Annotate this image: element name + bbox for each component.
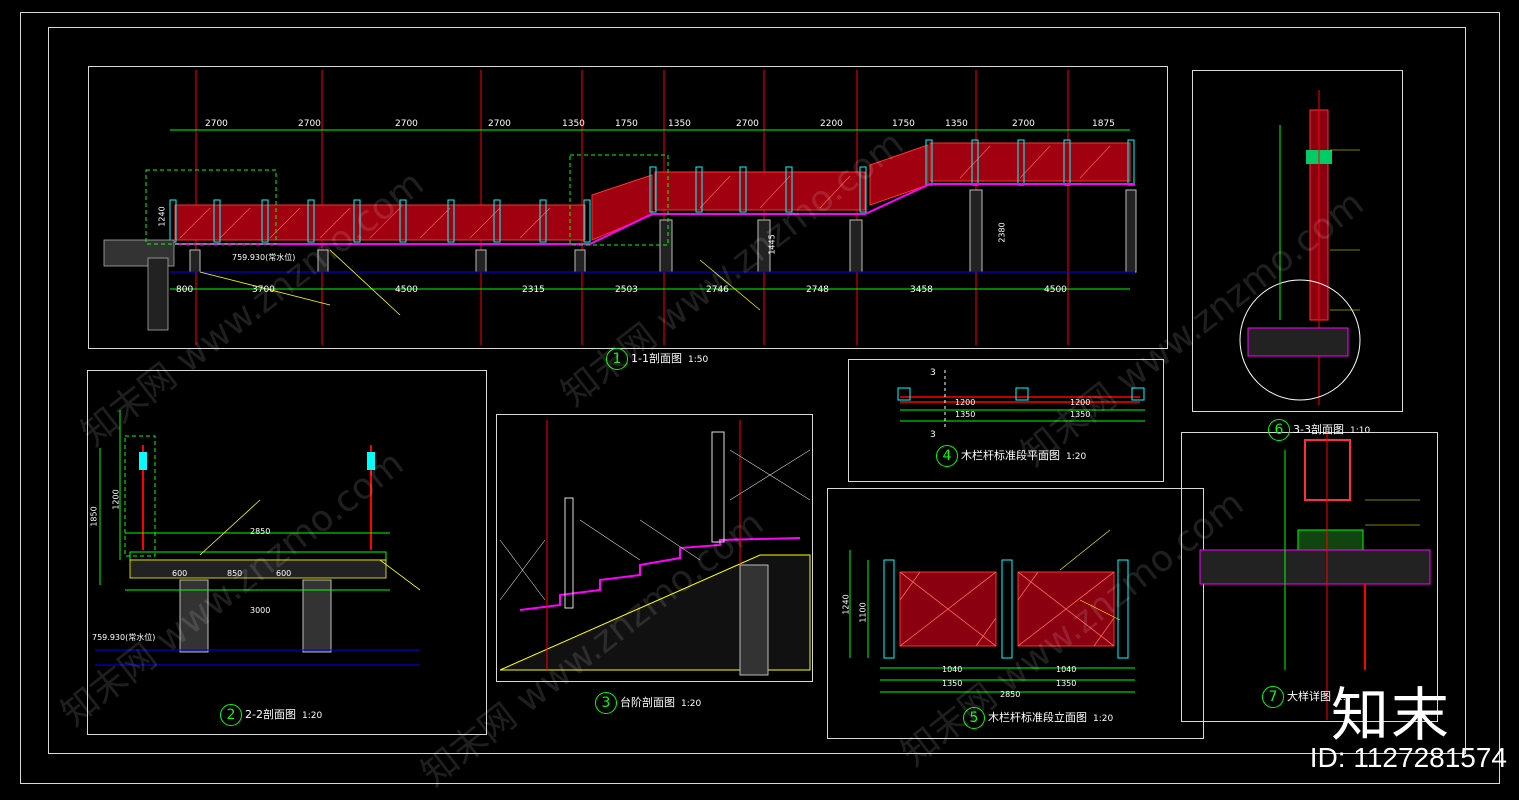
panel-3-3-section — [1192, 70, 1403, 412]
dim-bottom-7: 2748 — [806, 285, 829, 295]
s2-height-1850: 1850 — [89, 506, 99, 527]
s5-height-1100: 1100 — [858, 602, 868, 623]
dim-top-7: 1350 — [668, 119, 691, 129]
section-scale: 1:20 — [1066, 452, 1087, 462]
dim-top-2: 2700 — [298, 119, 321, 129]
s4-drawing — [897, 370, 1145, 430]
section-title-text: 3-3剖面图 — [1293, 423, 1344, 436]
dim-bottom-3: 4500 — [395, 285, 418, 295]
section-number-badge: 5 — [963, 707, 985, 729]
s5-d1040a: 1040 — [942, 665, 963, 674]
dim-top-12: 2700 — [1012, 119, 1035, 129]
s4-section-mark-top: 3 — [930, 368, 936, 378]
section-scale: 1:20 — [1093, 714, 1114, 724]
dim-top-13: 1875 — [1092, 119, 1115, 129]
section-title-text: 木栏杆标准段立面图 — [988, 711, 1087, 724]
section-number-badge: 7 — [1262, 686, 1284, 708]
dim-bottom-9: 4500 — [1044, 285, 1067, 295]
s5-drawing — [849, 529, 1135, 693]
s4-d1200b: 1200 — [1070, 398, 1091, 407]
dim-top-8: 2700 — [736, 119, 759, 129]
s3-drawing — [499, 420, 811, 676]
section-title-text: 2-2剖面图 — [245, 708, 296, 721]
section-title-text: 1-1剖面图 — [631, 352, 682, 365]
panel-detail — [1181, 432, 1438, 722]
s5-d1350a: 1350 — [942, 679, 963, 688]
section-title-text: 木栏杆标准段平面图 — [961, 449, 1060, 462]
dim-top-1: 2700 — [205, 119, 228, 129]
dim-top-10: 1750 — [892, 119, 915, 129]
dim-bottom-2: 3700 — [252, 285, 275, 295]
s1-height-1240: 1240 — [157, 206, 167, 227]
section-number-badge: 1 — [606, 348, 628, 370]
outer-frame — [20, 12, 1500, 784]
s1-elevation-label: 759.930(常水位) — [232, 253, 296, 262]
s2-span-dim: 3000 — [250, 606, 271, 615]
dim-bottom-8: 3458 — [910, 285, 933, 295]
s2-w600b: 600 — [276, 569, 292, 578]
s1-drawing — [103, 70, 1137, 345]
section-scale: 1:10 — [1349, 426, 1371, 436]
section-number-badge: 4 — [936, 445, 958, 467]
dim-bottom-4: 2315 — [522, 285, 545, 295]
s2-drawing — [95, 410, 421, 666]
dim-bottom-6: 2746 — [706, 285, 729, 295]
dim-top-9: 2200 — [820, 119, 843, 129]
s2-w600a: 600 — [172, 569, 188, 578]
dim-top-3: 2700 — [395, 119, 418, 129]
dim-top-11: 1350 — [945, 119, 968, 129]
section-scale: 1:50 — [687, 355, 709, 365]
s2-w850: 850 — [227, 569, 243, 578]
section-scale: 1: — [1337, 693, 1346, 703]
s2-height-1200: 1200 — [111, 489, 121, 510]
section-title-text: 台阶剖面图 — [620, 696, 675, 709]
section-scale: 1:20 — [681, 699, 702, 709]
section-number-badge: 6 — [1268, 419, 1290, 441]
section-title-text: 大样详图 — [1287, 690, 1331, 703]
dim-bottom-5: 2503 — [615, 285, 638, 295]
brand-logo: 知末 — [1330, 681, 1451, 749]
panel-2-2-section — [87, 370, 487, 735]
s5-d1350b: 1350 — [1056, 679, 1077, 688]
s5-d1040b: 1040 — [1056, 665, 1077, 674]
panel-railing-plan — [848, 359, 1164, 482]
section-number-badge: 2 — [220, 704, 242, 726]
s2-width-dim: 2850 — [250, 527, 271, 536]
dim-top-5: 1350 — [562, 119, 585, 129]
section-number-badge: 3 — [595, 692, 617, 714]
panel-railing-elevation — [827, 488, 1204, 739]
dim-top-6: 1750 — [615, 119, 638, 129]
s7-drawing — [1199, 432, 1431, 720]
s1-height-2380: 2380 — [997, 222, 1007, 243]
s4-d1350a: 1350 — [955, 410, 976, 419]
dim-bottom-1: 800 — [176, 285, 194, 295]
s4-d1350b: 1350 — [1070, 410, 1091, 419]
s2-elevation: 759.930(常水位) — [92, 633, 156, 642]
s4-d1200a: 1200 — [955, 398, 976, 407]
dim-top-4: 2700 — [488, 119, 511, 129]
panel-1-1-section — [88, 66, 1168, 349]
s5-height-1240: 1240 — [841, 594, 851, 615]
inner-frame — [48, 27, 1466, 754]
section-scale: 1:20 — [301, 711, 323, 721]
s4-section-mark-bottom: 3 — [930, 430, 936, 440]
s6-drawing — [1239, 90, 1361, 405]
panel-step-section — [496, 414, 813, 682]
s5-total: 2850 — [1000, 690, 1021, 699]
asset-id: ID: 1127281574 — [1309, 742, 1507, 773]
